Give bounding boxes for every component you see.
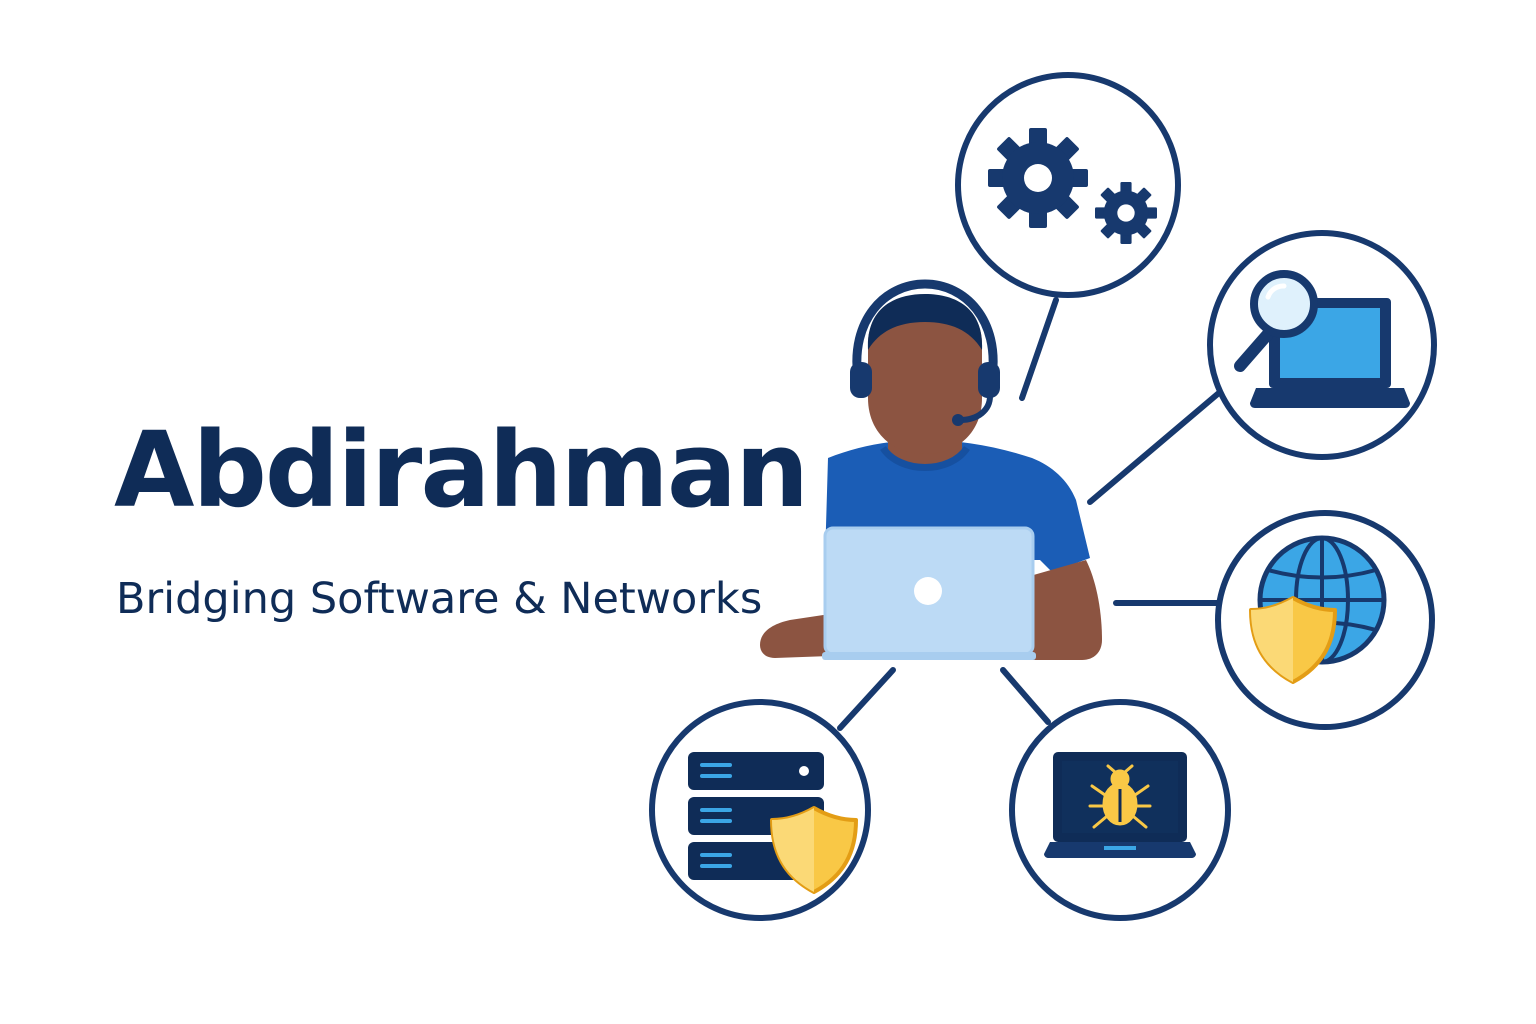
globe-shield-circle: [1215, 510, 1435, 730]
connector-lines: [837, 297, 1223, 731]
laptop-bug-circle: [1009, 699, 1231, 921]
tagline: Bridging Software & Networks: [116, 574, 763, 624]
name-title: Abdirahman: [114, 409, 809, 531]
person-with-headset-icon: [760, 279, 1102, 660]
laptop-magnifier-circle: [1207, 230, 1437, 460]
laptop-bug-icon: [1044, 752, 1196, 858]
laptop-magnifier-icon: [1234, 270, 1410, 408]
server-shield-circle: [649, 699, 871, 921]
gears-circle: [955, 72, 1181, 298]
